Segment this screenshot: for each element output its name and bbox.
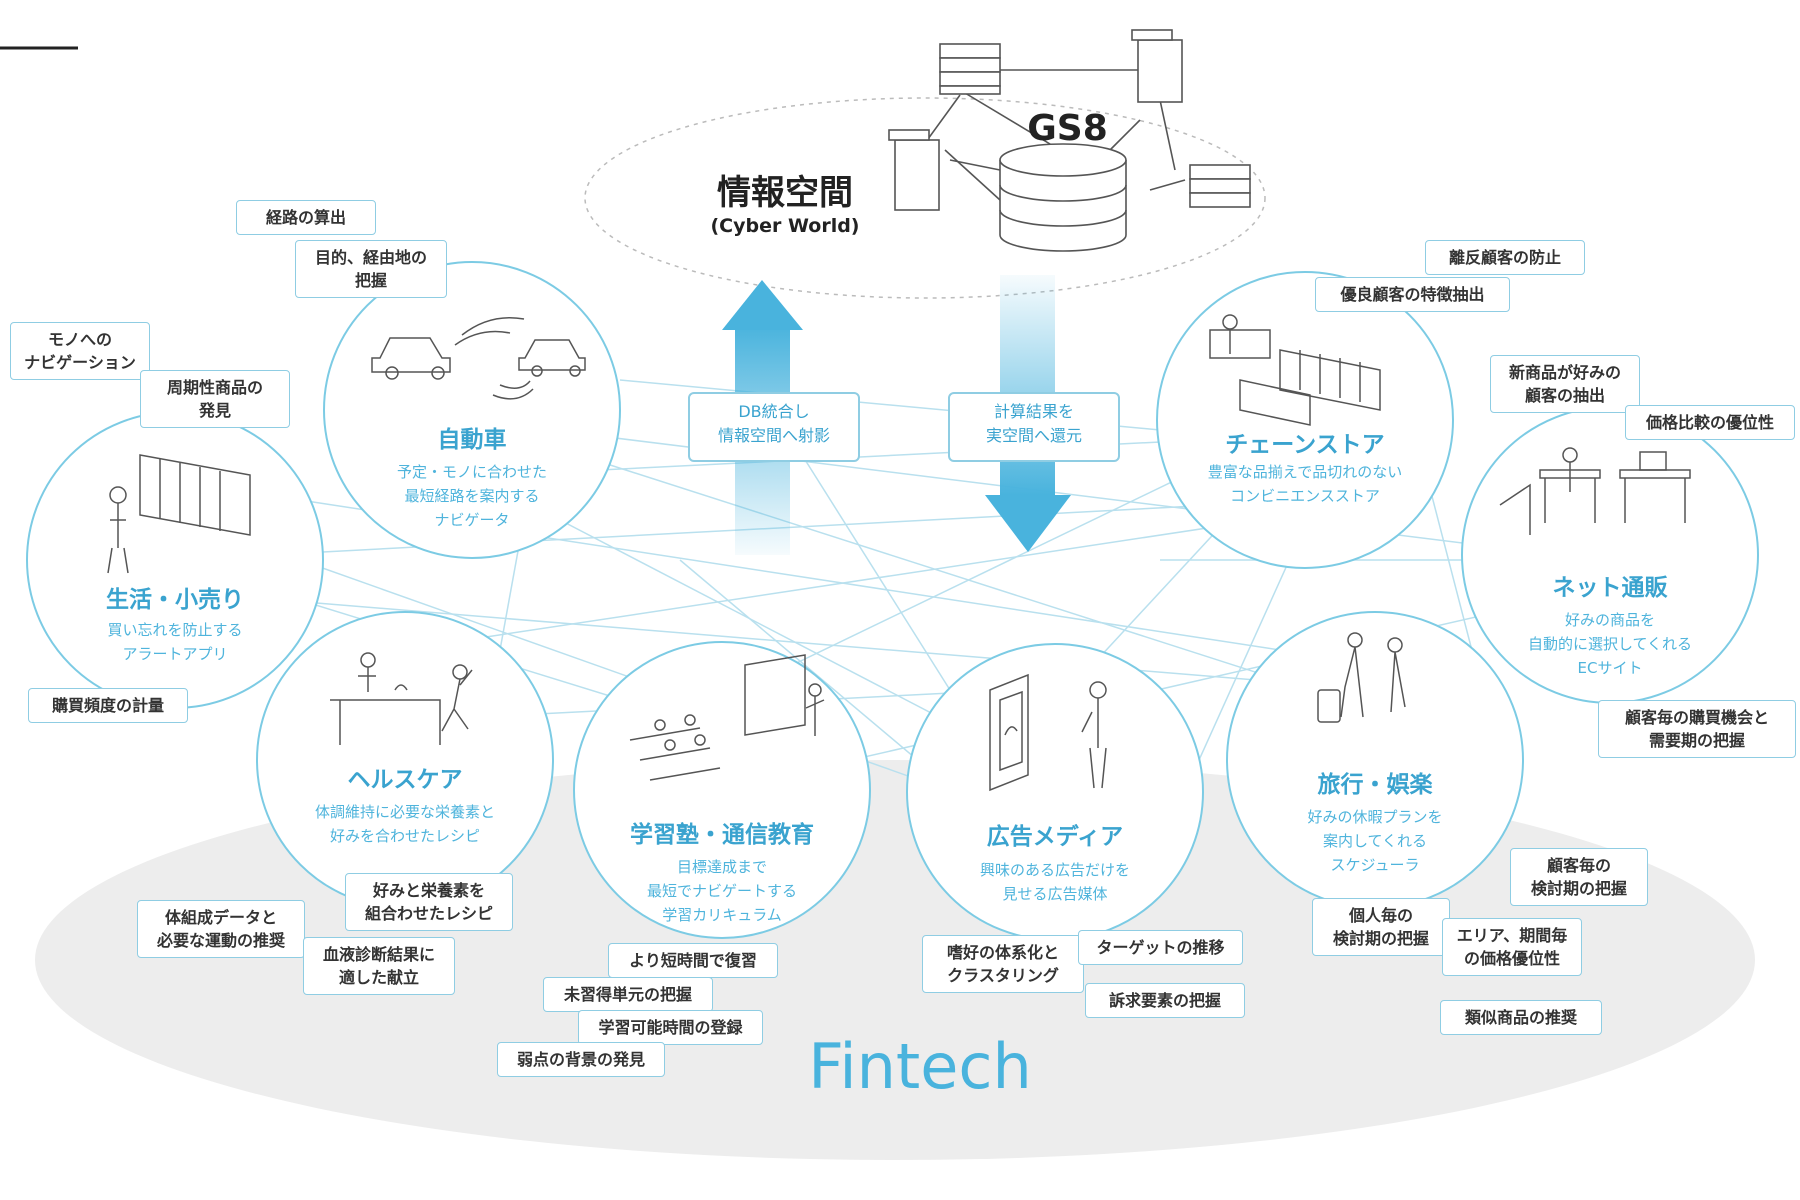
circle-jidosha <box>323 261 621 559</box>
ryoko-title: 旅行・娯楽 <box>1317 772 1433 798</box>
car-illustration <box>371 316 586 400</box>
kokoku-title: 広告メディア <box>986 824 1124 850</box>
seikatsu-desc: 買い忘れを防止する アラートアプリ <box>107 621 243 663</box>
tag-rihan: 離反顧客の防止 <box>1425 240 1585 275</box>
server-rack-2 <box>1189 164 1251 208</box>
tag-target: ターゲットの推移 <box>1078 930 1243 965</box>
signage-illustration <box>989 673 1107 792</box>
tag-kojin: 個人毎の 検討期の把握 <box>1312 898 1450 956</box>
tag-shinshohin: 新商品が好みの 顧客の抽出 <box>1490 355 1640 413</box>
arrow-up-label: DB統合し 情報空間へ射影 <box>688 392 860 462</box>
healthcare-desc: 体調維持に必要な栄養素と 好みを合わせたレシピ <box>314 803 495 845</box>
classroom-illustration <box>629 654 825 781</box>
cyber-world-ellipse <box>584 97 1266 299</box>
tag-kokyaku-kento: 顧客毎の 検討期の把握 <box>1510 848 1648 906</box>
tag-sokyu: 訴求要素の把握 <box>1085 983 1245 1018</box>
seikatsu-title: 生活・小売り <box>106 587 244 613</box>
cyber-world-title: 情報空間 <box>717 173 853 213</box>
net-tsuhan-desc: 好みの商品を 自動的に選択してくれる ECサイト <box>1527 611 1693 677</box>
server-tower-2 <box>888 129 940 211</box>
tag-yuryo: 優良顧客の特徴抽出 <box>1315 277 1510 312</box>
arrow-down-shaft <box>1000 275 1055 495</box>
jidosha-title: 自動車 <box>437 427 507 453</box>
tag-jakuten: 弱点の背景の発見 <box>497 1042 665 1077</box>
server-tower-1 <box>1131 29 1183 103</box>
gakushu-desc: 目標達成まで 最短でナビゲートする 学習カリキュラム <box>646 858 797 924</box>
database-icon <box>999 143 1127 252</box>
chain-store-title: チェーンストア <box>1225 432 1385 458</box>
fintech-label: Fintech <box>808 1030 1032 1103</box>
tag-gakushu-jikan: 学習可能時間の登録 <box>578 1010 763 1045</box>
tag-kakaku: 価格比較の優位性 <box>1625 405 1795 440</box>
tag-konomi: 好みと栄養素を 組合わせたレシピ <box>345 873 513 931</box>
tag-shiko: 嗜好の体系化と クラスタリング <box>922 935 1084 993</box>
tag-keiro: 経路の算出 <box>236 200 376 235</box>
cyber-world-subtitle: (Cyber World) <box>710 215 860 237</box>
tag-mokuteki: 目的、経由地の 把握 <box>295 240 447 298</box>
tag-kounyu: 顧客毎の購買機会と 需要期の把握 <box>1598 700 1796 758</box>
gs8-label: GS8 <box>1027 108 1108 149</box>
tag-mishu: 未習得単元の把握 <box>543 977 713 1012</box>
retail-illustration <box>107 454 251 574</box>
store-illustration <box>1209 314 1381 426</box>
arrow-down-label: 計算結果を 実空間へ還元 <box>948 392 1120 462</box>
tag-yori: より短時間で復習 <box>608 943 778 978</box>
arrow-down-head <box>985 495 1071 552</box>
circle-chain-store <box>1156 271 1454 569</box>
jidosha-desc: 予定・モノに合わせた 最短経路を案内する ナビゲータ <box>396 463 547 529</box>
circle-gakushu <box>573 641 871 939</box>
kokoku-desc: 興味のある広告だけを 見せる広告媒体 <box>979 861 1130 903</box>
tag-ruiji: 類似商品の推奨 <box>1440 1000 1602 1035</box>
server-rack-1 <box>939 43 1001 95</box>
arrow-up-head <box>722 280 803 330</box>
healthcare-title: ヘルスケア <box>347 767 463 793</box>
tag-shuki: 周期性商品の 発見 <box>140 370 290 428</box>
health-illustration <box>330 652 473 745</box>
net-tsuhan-title: ネット通販 <box>1552 575 1668 601</box>
ryoko-desc: 好みの休暇プランを 案内してくれる スケジューラ <box>1307 808 1443 874</box>
gakushu-title: 学習塾・通信教育 <box>630 822 814 848</box>
tag-ketsueki: 血液診断結果に 適した献立 <box>303 937 455 995</box>
server-cluster <box>888 29 1251 252</box>
tag-kobai: 購買頻度の計量 <box>28 688 188 723</box>
tag-mono: モノへの ナビゲーション <box>10 322 150 380</box>
chain-store-desc: 豊富な品揃えで品切れのない コンビニエンスストア <box>1207 463 1403 505</box>
net-illustration <box>1499 447 1691 535</box>
travel-illustration <box>1317 632 1406 723</box>
tag-area: エリア、期間毎 の価格優位性 <box>1442 918 1582 976</box>
tag-taisosei: 体組成データと 必要な運動の推奨 <box>137 900 305 958</box>
